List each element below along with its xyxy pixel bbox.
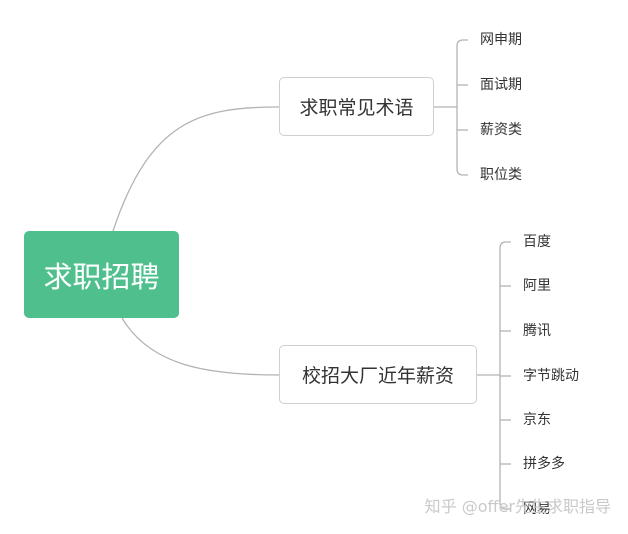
leaf-connector-line [456, 39, 468, 47]
leaf-node-company[interactable]: 百度 [523, 234, 551, 250]
leaf-node-company[interactable]: 阿里 [523, 278, 551, 294]
root-node-label: 求职招聘 [43, 259, 160, 294]
root-to-branch-0-connector [112, 106, 280, 232]
watermark: 知乎 @offer先生求职指导 [424, 497, 611, 516]
leaf-node-company[interactable]: 京东 [523, 412, 551, 428]
leaf-node-company[interactable]: 网易 [523, 501, 551, 517]
branch-node-terms-label: 求职常见术语 [299, 97, 414, 119]
root-to-branch-1-connector [121, 317, 280, 376]
leaf-node-company[interactable]: 字节跳动 [523, 368, 579, 384]
branch-node-salaries[interactable]: 校招大厂近年薪资 [279, 345, 477, 404]
leaf-node-term[interactable]: 薪资类 [480, 122, 522, 138]
leaf-node-term[interactable]: 职位类 [480, 167, 522, 183]
leaf-node-term[interactable]: 网申期 [480, 32, 522, 48]
leaf-node-company[interactable]: 拼多多 [523, 456, 565, 472]
leaf-connector-line [456, 168, 468, 176]
leaf-node-company[interactable]: 腾讯 [523, 323, 551, 339]
leaf-connector-line [499, 502, 511, 510]
root-node[interactable]: 求职招聘 [24, 231, 179, 318]
branch-node-terms[interactable]: 求职常见术语 [279, 77, 434, 136]
leaf-node-term[interactable]: 面试期 [480, 77, 522, 93]
leaf-connector-line [499, 241, 511, 249]
branch-node-salaries-label: 校招大厂近年薪资 [301, 365, 454, 387]
